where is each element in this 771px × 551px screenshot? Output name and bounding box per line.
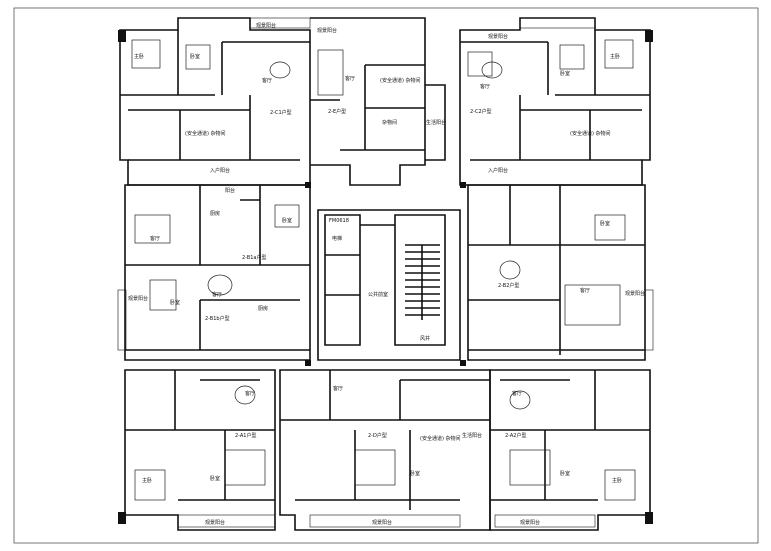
label-study-tr: (安全通道) 杂物间 [570,130,611,137]
label-living-balc-e: 生活阳台 [426,119,446,126]
label-bed-b1b: 卧室 [170,299,180,306]
window-strips [117,17,654,528]
label-kitchen-b1b: 厨房 [258,305,268,312]
label-unit-b1b: 2-B1b户型 [205,315,230,322]
structural-columns [118,30,653,524]
label-entry-l: 入户阳台 [210,167,230,174]
label-unit-a2: 2-A2户型 [505,432,526,439]
label-unit-b1a: 2-B1a户型 [242,254,266,261]
label-living-a1: 客厅 [245,390,255,397]
label-hall-e: 客厅 [345,75,355,82]
label-bed-a1: 卧室 [210,475,220,482]
label-store-e: (安全通道) 杂物间 [380,77,421,84]
label-bed-b2: 卧室 [600,220,610,227]
label-master-a2: 主卧 [612,477,622,484]
label-view-balc-l: 观景阳台 [128,295,148,302]
label-unit-b2: 2-B2户型 [498,282,519,289]
label-balcony-b1a: 阳台 [225,187,235,194]
drawing-frame [13,7,759,544]
label-balcony-top-mid: 观景阳台 [317,27,337,34]
label-balcony-bottom-mid: 观景阳台 [372,519,392,526]
label-living-tl: 客厅 [262,77,272,84]
label-living-d: 客厅 [333,385,343,392]
label-bed-b1a: 卧室 [282,217,292,224]
label-living-tr: 客厅 [480,83,490,90]
label-master-a1: 主卧 [142,477,152,484]
label-unit-c1: 2-C1户型 [270,109,292,116]
label-fm: FM0618 [329,218,349,224]
label-balcony-bottom-right: 观景阳台 [520,519,540,526]
label-public-hall: 公共前室 [368,291,388,298]
label-bed-tr: 卧室 [560,70,570,77]
label-master-tr: 主卧 [610,53,620,60]
label-unit-a1: 2-A1户型 [235,432,256,439]
label-elev-hall: 电梯 [332,235,342,242]
label-balcony-bottom-left: 观景阳台 [205,519,225,526]
label-life-balc-d: 生活阳台 [462,432,482,439]
label-store-d: (安全通道) 杂物间 [420,435,461,442]
label-store-e2: 杂物间 [382,119,397,126]
furniture-symbols [131,39,636,501]
label-bed-tl: 卧室 [190,53,200,60]
label-master-tl: 主卧 [134,53,144,60]
label-study-tl: (安全通道) 杂物间 [185,130,226,137]
label-balcony-top-right: 观景阳台 [488,33,508,40]
label-unit-d: 2-D户型 [368,432,387,439]
label-living-b1b: 客厅 [212,291,222,298]
label-balcony-top-left: 观景阳台 [256,22,276,29]
label-bed-a2: 卧室 [560,470,570,477]
label-entry-r: 入户阳台 [488,167,508,174]
label-living-a2: 客厅 [512,390,522,397]
label-dining-b1a: 厨房 [210,210,220,217]
label-living-b1a: 客厅 [150,235,160,242]
label-living-b2: 客厅 [580,287,590,294]
label-unit-e: 2-E户型 [328,108,346,115]
wall-layer [119,17,651,531]
label-unit-c2: 2-C2户型 [470,108,492,115]
label-fan-room: 风井 [420,335,430,342]
label-bed-d: 卧室 [410,470,420,477]
label-view-balc-r: 观景阳台 [625,290,645,297]
